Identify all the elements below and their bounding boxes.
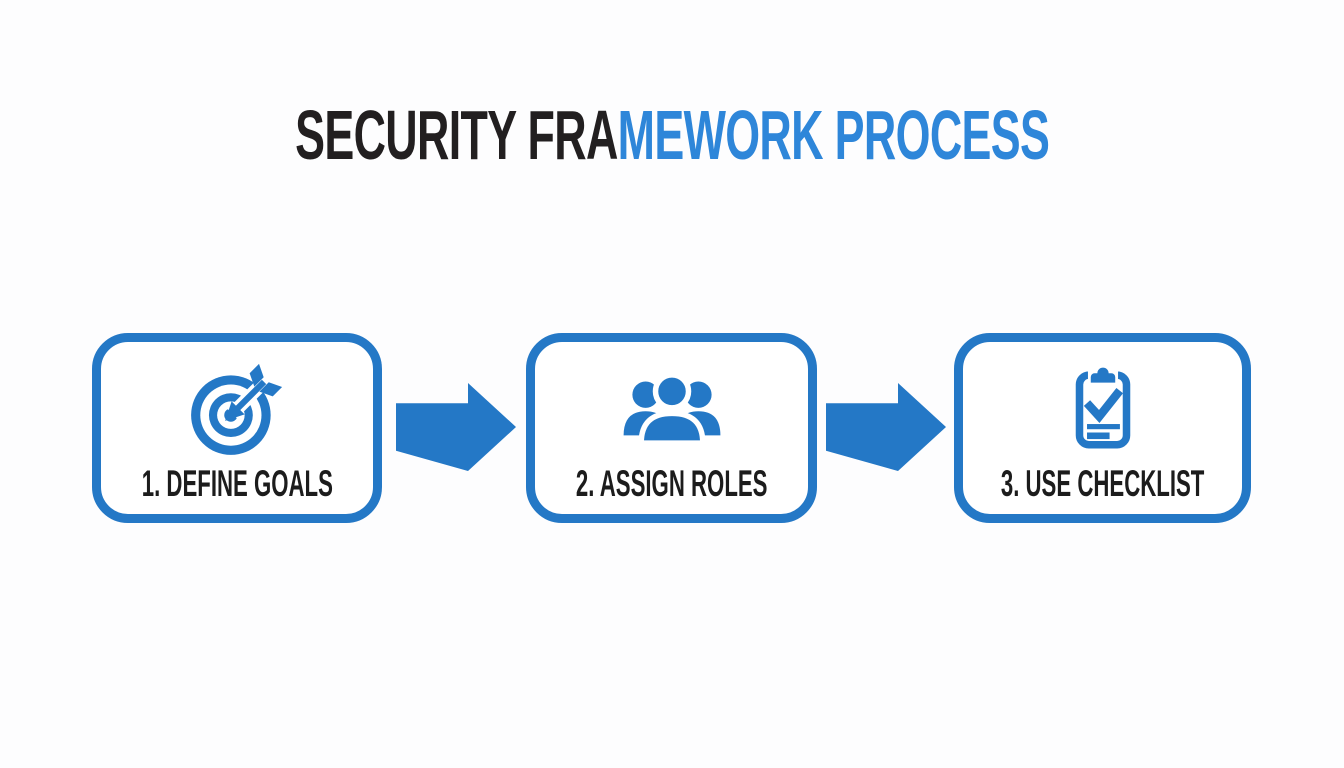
step-box-assign-roles: 2. ASSIGN ROLES — [526, 333, 817, 523]
target-icon — [183, 358, 291, 460]
step-label: 1. DEFINE GOALS — [141, 463, 333, 504]
people-group-icon — [617, 358, 727, 460]
step-box-define-goals: 1. DEFINE GOALS — [92, 333, 382, 523]
step-label: 3. USE CHECKLIST — [1000, 463, 1205, 504]
page-title-text: SECURITY FRAMEWORK PROCESS — [295, 100, 1050, 170]
page-title: SECURITY FRAMEWORK PROCESS — [0, 100, 1344, 170]
step-box-use-checklist: 3. USE CHECKLIST — [954, 333, 1251, 523]
flow-arrow-icon — [826, 383, 946, 471]
clipboard-checklist-icon — [1056, 358, 1150, 460]
title-part-black: SECURITY FRA — [294, 96, 618, 174]
flow-arrow-icon — [396, 383, 516, 471]
step-label: 2. ASSIGN ROLES — [575, 463, 768, 504]
title-part-blue: MEWORK PROCESS — [617, 96, 1050, 174]
